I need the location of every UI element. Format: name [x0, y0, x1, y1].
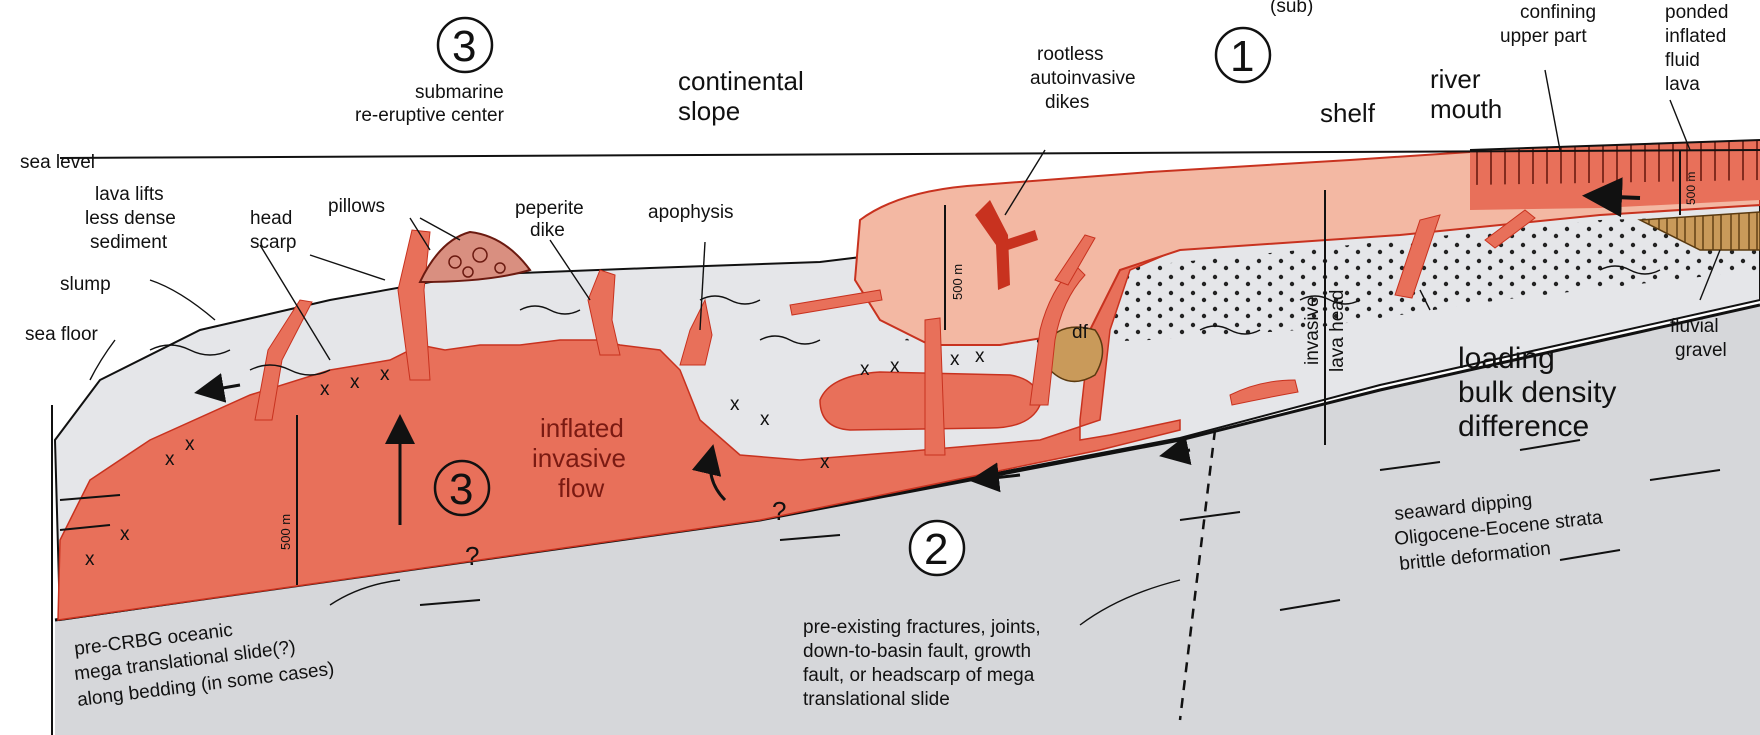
marker-3-top: 3	[452, 22, 476, 71]
lava-lifts-label-3: sediment	[90, 232, 168, 253]
marker-2: 2	[924, 525, 948, 574]
svg-text:x: x	[165, 449, 175, 470]
submarine-label-1: submarine	[415, 82, 504, 103]
svg-text:x: x	[950, 349, 960, 370]
rootless-label-3: dikes	[1045, 92, 1089, 113]
river-label-2: mouth	[1430, 94, 1502, 124]
svg-text:x: x	[860, 359, 870, 380]
apophysis-label: apophysis	[648, 202, 734, 223]
fluvial-label-1: fluvial	[1670, 316, 1719, 337]
confining-label-2: upper part	[1500, 26, 1587, 47]
submarine-label-2: re-eruptive center	[355, 105, 505, 126]
svg-text:x: x	[380, 364, 390, 385]
continental-label-1: continental	[678, 66, 804, 96]
preexisting-label-1: pre-existing fractures, joints,	[803, 617, 1041, 638]
shelf-label: shelf	[1320, 98, 1376, 128]
marker-3-flow: 3	[449, 465, 473, 514]
head-scarp-label-2: scarp	[250, 232, 296, 253]
svg-text:x: x	[890, 356, 900, 377]
svg-text:x: x	[760, 409, 770, 430]
preexisting-label-2: down-to-basin fault, growth	[803, 641, 1031, 662]
thickness-right-label: 500 m	[1684, 172, 1698, 205]
svg-text:x: x	[820, 452, 830, 473]
svg-text:x: x	[320, 379, 330, 400]
lava-lifts-label-2: less dense	[85, 208, 176, 229]
thickness-mid-label: 500 m	[950, 264, 965, 300]
svg-text:x: x	[120, 524, 130, 545]
loading-label-1: loading	[1458, 342, 1555, 375]
thickness-left-label: 500 m	[278, 514, 293, 550]
question-mark-2: ?	[465, 541, 479, 571]
svg-text:x: x	[730, 394, 740, 415]
ponded-label-3: fluid	[1665, 50, 1700, 71]
lava-lifts-label-1: lava lifts	[95, 184, 164, 205]
loading-label-2: bulk density	[1458, 376, 1616, 409]
preexisting-label-4: translational slide	[803, 689, 950, 710]
confining-label-1: confining	[1520, 2, 1596, 23]
invasive-head-label-1: invasive	[1302, 296, 1323, 365]
ponded-arrow	[1590, 196, 1640, 198]
inflated-label-1: inflated	[540, 413, 624, 443]
peperite-label-2: dike	[530, 220, 565, 241]
df-label: df	[1072, 322, 1089, 343]
preexisting-label-3: fault, or headscarp of mega	[803, 665, 1035, 686]
ponded-label-2: inflated	[1665, 26, 1726, 47]
svg-text:x: x	[185, 434, 195, 455]
peperite-label-1: peperite	[515, 198, 584, 219]
inflated-label-3: flow	[558, 473, 604, 503]
head-scarp-label-1: head	[250, 208, 292, 229]
sea-floor-label: sea floor	[25, 324, 99, 345]
rootless-label-1: rootless	[1037, 44, 1104, 65]
question-mark-1: ?	[772, 496, 786, 526]
ponded-label-4: lava	[1665, 74, 1700, 95]
loading-label-3: difference	[1458, 410, 1589, 443]
svg-text:x: x	[85, 549, 95, 570]
continental-label-2: slope	[678, 96, 740, 126]
pillows-label: pillows	[328, 196, 385, 217]
svg-text:x: x	[975, 346, 985, 367]
sea-level-label: sea level	[20, 152, 95, 173]
fluvial-label-2: gravel	[1675, 340, 1727, 361]
ponded-label-1: ponded	[1665, 2, 1728, 23]
slump-label: slump	[60, 274, 111, 295]
river-label-1: river	[1430, 64, 1481, 94]
svg-text:x: x	[350, 372, 360, 393]
marker-1: 1	[1230, 32, 1254, 81]
inflated-label-2: invasive	[532, 443, 626, 473]
rootless-label-2: autoinvasive	[1030, 68, 1136, 89]
top-clipped-label: (sub)	[1270, 0, 1313, 17]
invasive-head-label-2: lava head	[1327, 290, 1348, 372]
